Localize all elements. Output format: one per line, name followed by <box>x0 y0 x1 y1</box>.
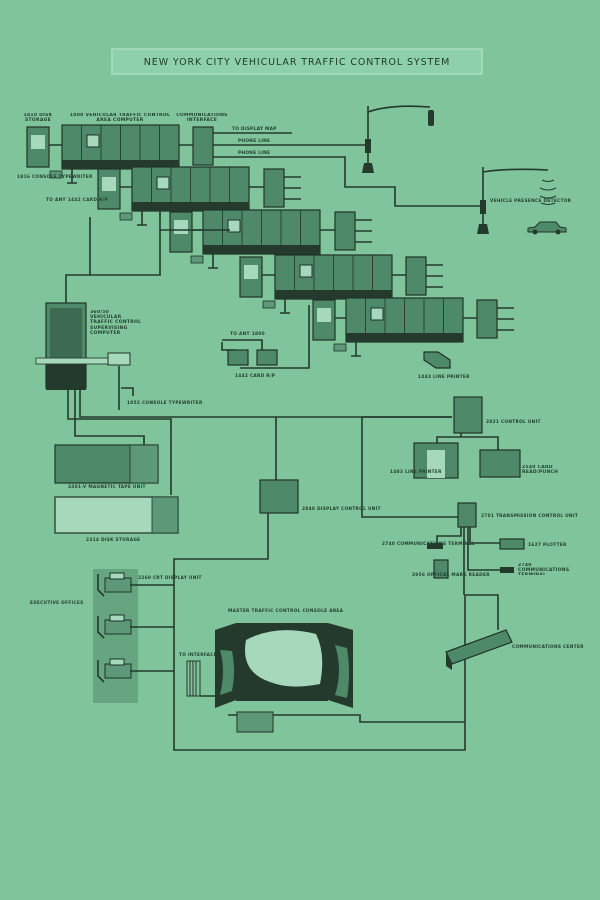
area-computer-row <box>169 209 372 269</box>
area-computer-row <box>239 254 443 314</box>
comm-terminal-label: 2740 COMMUNICATIONS TERMINAL <box>382 541 475 547</box>
supervising-computer <box>35 302 134 410</box>
typewriter-icon <box>262 300 276 309</box>
control-panel <box>86 134 100 148</box>
disk-panel <box>174 220 188 234</box>
ground-line <box>137 211 147 226</box>
ground-line <box>351 342 361 357</box>
traffic-signal-icon <box>362 105 434 173</box>
diagram-title: NEW YORK CITY VEHICULAR TRAFFIC CONTROL … <box>144 57 450 68</box>
ground-line <box>208 254 218 269</box>
phone-line-label: PHONE LINE <box>238 138 270 144</box>
crt-desk-icon <box>97 658 132 683</box>
car-icon <box>527 221 567 235</box>
control-panel <box>156 176 170 190</box>
line-outputs <box>284 176 301 200</box>
crt-display-units <box>97 572 132 683</box>
mark-reader-label: 2956 OPTICAL MARK READER <box>412 572 490 578</box>
title-plate <box>111 48 483 75</box>
disk-storage-label: 1810 DISK STORAGE <box>23 113 53 124</box>
control-panel <box>370 307 384 321</box>
computer-base <box>346 333 463 342</box>
phone-line-label: PHONE LINE <box>238 150 270 156</box>
control-unit-label: 2821 CONTROL UNIT <box>486 419 541 425</box>
supervising-computer-label: 360/50 VEHICULAR TRAFFIC CONTROL SUPERVI… <box>90 310 142 336</box>
typewriter-icon <box>190 255 204 264</box>
line-printer-label: 1443 LINE PRINTER <box>418 374 470 380</box>
tape-unit-label: 2401-V MAGNETIC TAPE UNIT <box>68 484 146 490</box>
control-panel <box>227 219 241 233</box>
line-printer-label: 1403 LINE PRINTER <box>390 469 442 475</box>
to-any-1800-label: TO ANY 1800 <box>230 331 265 337</box>
to-interface-label: TO INTERFACE <box>179 652 217 658</box>
transmission-control-label: 2701 TRANSMISSION CONTROL UNIT <box>481 513 578 519</box>
comm-interface-unit <box>405 256 427 296</box>
crt-desk-icon <box>97 614 132 639</box>
control-panel <box>299 264 313 278</box>
typewriter-icon <box>49 170 63 179</box>
computer-base <box>203 245 320 254</box>
card-rp-label: TO ANY 1442 CARD R/P <box>46 197 108 203</box>
computer-base <box>275 290 392 299</box>
line-outputs <box>497 307 514 331</box>
comm-terminal-label: 2740 COMMUNICATIONS TERMINAL <box>518 563 570 575</box>
console-typewriter-label: 1052 CONSOLE TYPEWRITER <box>127 400 203 406</box>
detector-label: VEHICLE PRESENCE DETECTOR <box>490 198 572 204</box>
line-outputs <box>355 219 372 243</box>
disk-panel <box>317 308 331 322</box>
line-outputs <box>426 264 443 288</box>
console-area-label: MASTER TRAFFIC CONTROL CONSOLE AREA <box>228 608 344 614</box>
computer-base <box>132 202 249 211</box>
comm-interface-unit <box>192 126 214 166</box>
area-computer-row <box>97 166 301 226</box>
master-console-map <box>215 623 353 708</box>
typewriter-icon <box>119 212 133 221</box>
area-computer-row <box>26 124 214 184</box>
comm-interface-unit <box>476 299 498 339</box>
disk-panel <box>244 265 258 279</box>
magnetic-tape-unit <box>54 444 159 484</box>
executive-offices-label: EXECUTIVE OFFICES <box>30 600 84 606</box>
disk-panel <box>31 135 45 149</box>
area-computer-label: 1800 VEHICULAR TRAFFIC CONTROL AREA COMP… <box>69 113 171 124</box>
ground-line <box>67 169 77 184</box>
disk-storage-label: 2314 DISK STORAGE <box>86 537 140 543</box>
area-computer-rows <box>26 124 514 357</box>
display-map-label: TO DISPLAY MAP <box>232 126 277 132</box>
display-control-label: 2848 DISPLAY CONTROL UNIT <box>302 506 381 512</box>
typewriter-icon <box>333 343 347 352</box>
comm-interface-unit <box>263 168 285 208</box>
comm-center-label: COMMUNICATIONS CENTER <box>512 644 584 650</box>
interface-cable-icon <box>186 660 201 697</box>
area-computer-row <box>312 297 514 357</box>
computer-base <box>62 160 179 169</box>
ground-line <box>280 299 290 314</box>
disk-panel <box>102 177 116 191</box>
comm-interface-unit <box>334 211 356 251</box>
crt-label: 2260 CRT DISPLAY UNIT <box>138 575 202 581</box>
disk-storage-2314 <box>54 496 179 534</box>
detector-pole-icon <box>477 167 557 234</box>
plotter-label: 1627 PLOTTER <box>528 542 567 548</box>
card-rp-label: 1442 CARD R/P <box>235 373 275 379</box>
comm-interface-label: COMMUNICATIONS INTERFACE <box>176 113 228 124</box>
card-read-punch-label: 2540 CARD READ/PUNCH <box>522 465 559 476</box>
console-typewriter-label: 1816 CONSOLE TYPEWRITER <box>17 174 93 180</box>
